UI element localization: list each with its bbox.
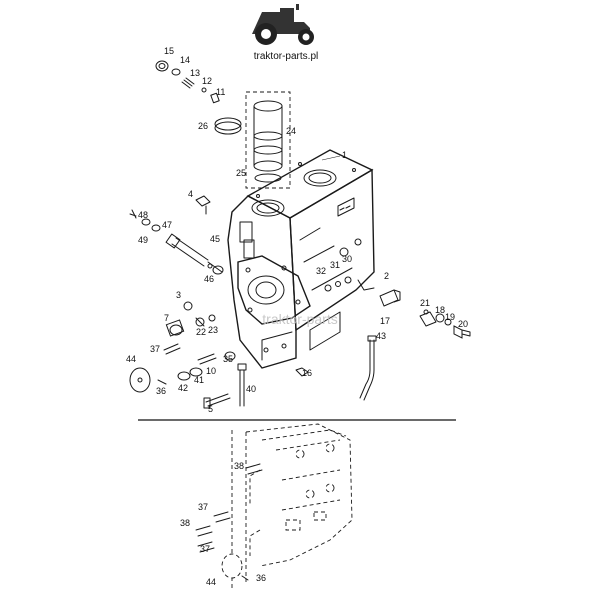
callout-10: 10 — [206, 366, 216, 376]
callout-20: 20 — [458, 319, 468, 329]
callout-16: 16 — [302, 368, 312, 378]
callout-48: 48 — [138, 210, 148, 220]
callout-2: 2 — [384, 271, 389, 281]
callout-45: 45 — [210, 234, 220, 244]
plug-parts-11-15 — [155, 60, 220, 104]
callout-47: 47 — [162, 220, 172, 230]
callout-49: 49 — [138, 235, 148, 245]
callout-24: 24 — [286, 126, 296, 136]
callout-41: 41 — [194, 375, 204, 385]
callout-lower-44: 44 — [206, 577, 216, 587]
callout-14: 14 — [180, 55, 190, 65]
callout-15: 15 — [164, 46, 174, 56]
callout-21: 21 — [420, 298, 430, 308]
brand-logo: traktor-parts.pl — [252, 4, 318, 62]
callout-42: 42 — [178, 383, 188, 393]
watermark-text: traktor-parts — [262, 311, 337, 327]
callout-46: 46 — [204, 274, 214, 284]
callout-3: 3 — [176, 290, 181, 300]
callout-19: 19 — [445, 312, 455, 322]
dipstick — [359, 335, 377, 401]
cylinder-liner-group — [214, 91, 291, 189]
callout-12: 12 — [202, 76, 212, 86]
brand-name: traktor-parts.pl — [254, 51, 318, 62]
callout-1: 1 — [342, 150, 347, 160]
callout-7: 7 — [164, 313, 169, 323]
part-4 — [195, 195, 211, 215]
callout-40: 40 — [246, 384, 256, 394]
callout-lower-37a: 37 — [198, 502, 208, 512]
callout-37: 37 — [150, 344, 160, 354]
callout-11: 11 — [216, 87, 225, 97]
callout-18: 18 — [435, 305, 445, 315]
callout-17: 17 — [380, 316, 390, 326]
callout-4: 4 — [188, 189, 193, 199]
callout-lower-38b: 38 — [180, 518, 190, 528]
right-side-parts — [379, 289, 471, 339]
lower-housing-dashed — [195, 423, 353, 590]
callout-23: 23 — [208, 325, 218, 335]
callout-26: 26 — [198, 121, 208, 131]
lower-left-parts — [129, 301, 309, 409]
callout-30: 30 — [342, 254, 352, 264]
plug-parts-30-32 — [324, 276, 352, 292]
callout-lower-38a: 38 — [234, 461, 244, 471]
callout-32: 32 — [316, 266, 326, 276]
callout-44: 44 — [126, 354, 136, 364]
transmission-housing — [227, 149, 375, 369]
callout-35: 35 — [223, 354, 233, 364]
callout-lower-37b: 37 — [200, 544, 210, 554]
callout-lower-36: 36 — [256, 573, 266, 583]
tractor-icon — [252, 4, 314, 45]
callout-25: 25 — [236, 168, 246, 178]
callout-labels: 1 2 3 4 5 7 10 11 12 13 14 15 16 17 18 1… — [126, 46, 468, 587]
callout-5: 5 — [208, 404, 213, 414]
callout-36: 36 — [156, 386, 166, 396]
callout-13: 13 — [190, 68, 200, 78]
callout-43: 43 — [376, 331, 386, 341]
callout-31: 31 — [330, 260, 340, 270]
callout-22: 22 — [196, 327, 206, 337]
stud-parts-45-49 — [129, 209, 224, 275]
